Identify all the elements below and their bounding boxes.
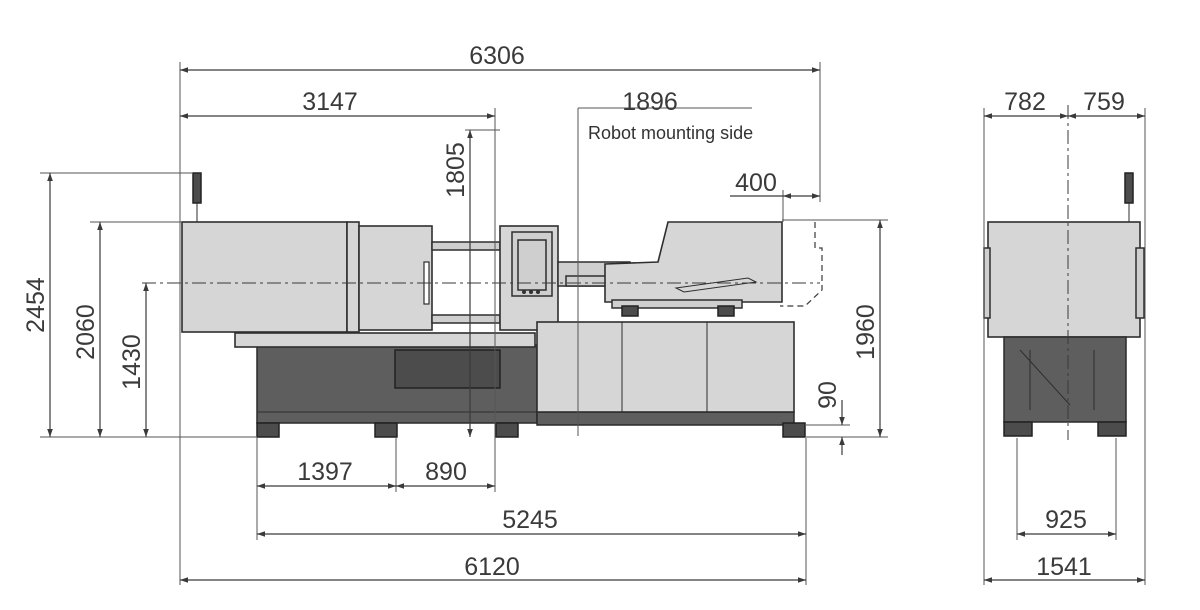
dim-hopper-height: 1960 [852, 304, 880, 360]
base-frame-right-rail [536, 411, 795, 426]
dim-side-overall-width: 1541 [1036, 553, 1092, 581]
dimension-labels: 6306 3147 1896 Robot mounting side 400 2… [22, 42, 1125, 581]
dim-mold-height: 1805 [442, 142, 470, 198]
foot [782, 422, 806, 438]
dim-clamp-length: 3147 [302, 88, 358, 116]
dim-side-left-half: 782 [1004, 88, 1046, 116]
side-housing [987, 221, 1141, 338]
dim-total-height: 2454 [22, 277, 50, 333]
clamp-flange [346, 221, 360, 333]
dim-robot-distance: 1896 [622, 88, 678, 116]
foot [256, 422, 280, 438]
side-signal-tower [1124, 172, 1134, 204]
injection-hopper-unit [604, 221, 783, 303]
dim-side-foot-width: 925 [1045, 506, 1087, 534]
foot [374, 422, 398, 438]
base-frame-recess [394, 349, 501, 389]
dim-body-height: 2060 [72, 304, 100, 360]
dim-base-length: 5245 [502, 506, 558, 534]
dimension-lines [40, 62, 1146, 585]
dim-axis-height: 1430 [118, 334, 146, 390]
tie-bar-lower [431, 314, 501, 324]
hopper-outline-dashed [780, 222, 823, 307]
moving-platen [358, 225, 433, 331]
tie-bar-upper [431, 241, 501, 251]
injection-cabinet [536, 321, 795, 413]
dim-foot-spacing-1: 1397 [297, 458, 353, 486]
dim-nozzle-overhang: 400 [735, 169, 777, 197]
dim-side-right-half: 759 [1083, 88, 1125, 116]
base-top-plate [234, 332, 536, 348]
side-base [1003, 336, 1127, 423]
foot [495, 422, 519, 438]
dim-overall-length: 6306 [469, 42, 525, 70]
clamp-housing [181, 221, 348, 333]
dim-machine-length: 6120 [464, 553, 520, 581]
robot-mounting-note: Robot mounting side [588, 123, 753, 143]
signal-tower [192, 172, 202, 204]
front-view-machine [142, 172, 823, 438]
side-view-machine [983, 105, 1145, 440]
dim-foot-height: 90 [814, 381, 842, 409]
dim-foot-spacing-2: 890 [425, 458, 467, 486]
